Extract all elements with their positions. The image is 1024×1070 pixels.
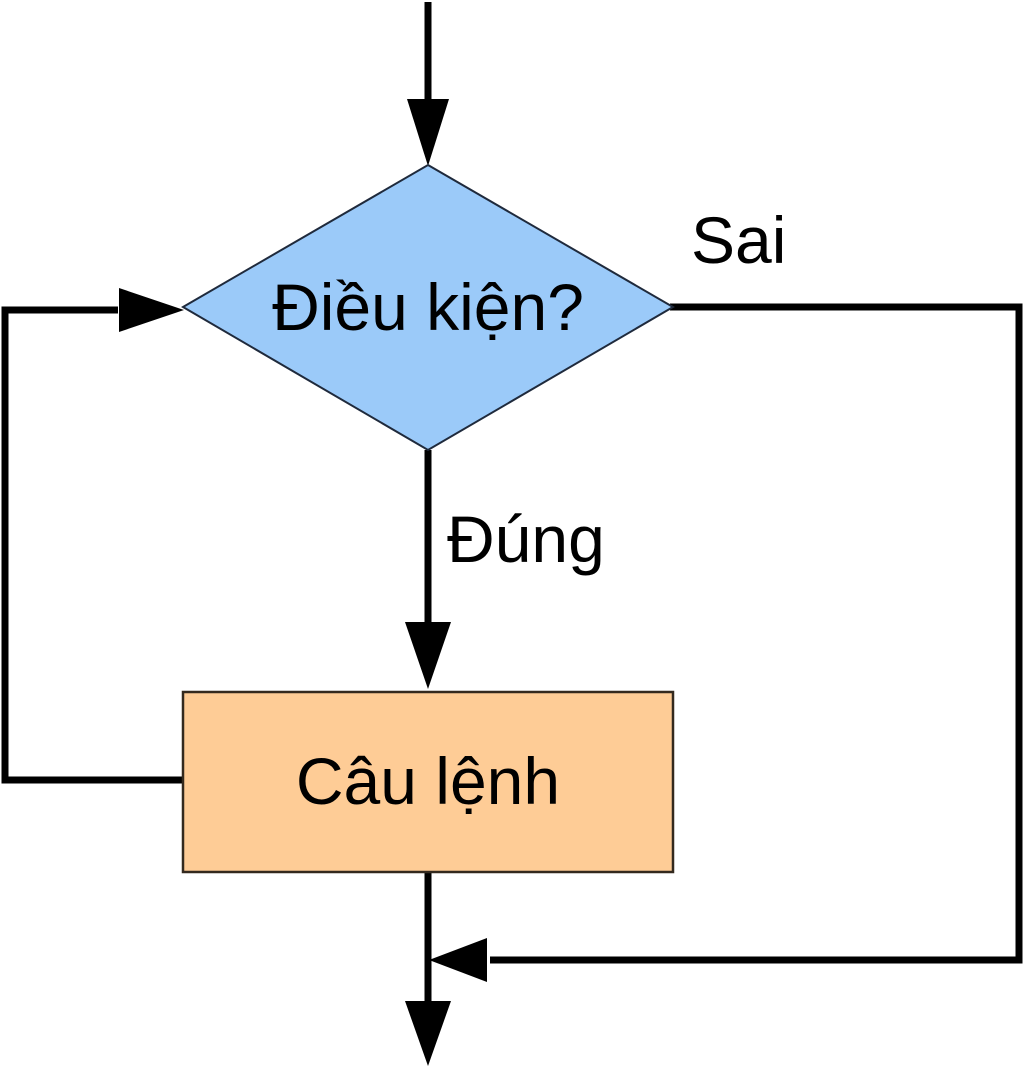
exit-arrowhead <box>405 1001 451 1066</box>
true-branch-label: Đúng <box>447 502 605 576</box>
loop-back-connector <box>1 306 183 784</box>
false-branch-connector <box>490 303 1023 964</box>
false-branch-arrowhead <box>429 938 487 982</box>
entry-arrowhead <box>407 99 449 166</box>
false-branch-label: Sai <box>691 203 787 277</box>
true-branch-arrowhead <box>405 622 451 689</box>
loop-back-arrowhead <box>119 288 184 332</box>
decision-node-diamond <box>181 163 675 452</box>
decision-label: Điều kiện? <box>272 269 584 344</box>
process-node-rectangle <box>181 690 675 874</box>
process-label: Câu lệnh <box>295 744 561 819</box>
